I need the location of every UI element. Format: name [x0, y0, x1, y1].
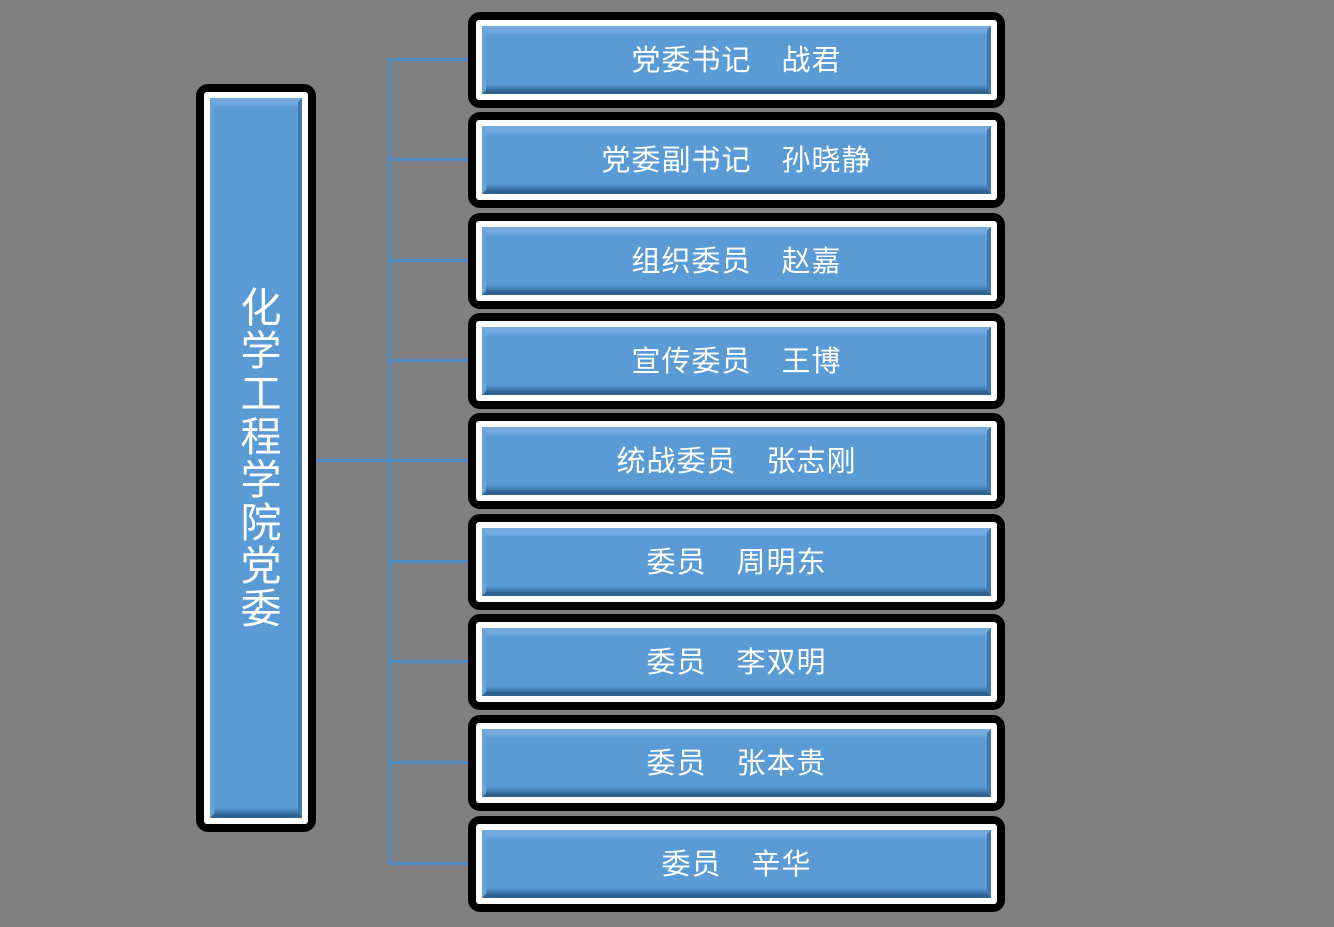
member-inner-border: 宣传委员 王博 [476, 321, 997, 401]
connector-branch-6 [388, 560, 475, 563]
connector-branch-9 [388, 862, 475, 865]
member-node-fill: 委员 李双明 [482, 628, 991, 696]
org-member-node-6[interactable]: 委员 周明东 [468, 514, 1005, 610]
connector-branch-7 [388, 660, 475, 663]
member-node-label: 党委书记 战君 [631, 42, 842, 77]
member-inner-border: 统战委员 张志刚 [476, 421, 997, 501]
connector-root-stem [305, 459, 390, 462]
member-inner-border: 党委书记 战君 [476, 20, 997, 100]
root-node-fill: 化学工程学院党委 [210, 98, 302, 818]
root-node-label: 化学工程学院党委 [232, 286, 281, 630]
member-node-label: 组织委员 赵嘉 [631, 243, 842, 278]
connector-branch-4 [388, 359, 475, 362]
member-inner-border: 党委副书记 孙晓静 [476, 120, 997, 200]
member-inner-border: 委员 张本贵 [476, 723, 997, 803]
member-node-fill: 组织委员 赵嘉 [482, 227, 991, 295]
member-node-label: 委员 李双明 [646, 644, 827, 679]
member-inner-border: 委员 李双明 [476, 622, 997, 702]
member-node-label: 宣传委员 王博 [631, 343, 842, 378]
member-node-fill: 委员 周明东 [482, 528, 991, 596]
org-member-node-9[interactable]: 委员 辛华 [468, 816, 1005, 912]
connector-branch-2 [388, 158, 475, 161]
member-node-label: 党委副书记 孙晓静 [601, 142, 872, 177]
member-node-fill: 党委书记 战君 [482, 26, 991, 94]
member-node-label: 委员 辛华 [661, 846, 812, 881]
member-node-fill: 委员 辛华 [482, 830, 991, 898]
root-node-inner-border: 化学工程学院党委 [204, 92, 308, 824]
member-inner-border: 组织委员 赵嘉 [476, 221, 997, 301]
member-inner-border: 委员 周明东 [476, 522, 997, 602]
member-node-label: 统战委员 张志刚 [616, 443, 857, 478]
org-member-node-2[interactable]: 党委副书记 孙晓静 [468, 112, 1005, 208]
member-node-fill: 委员 张本贵 [482, 729, 991, 797]
org-member-node-1[interactable]: 党委书记 战君 [468, 12, 1005, 108]
member-inner-border: 委员 辛华 [476, 824, 997, 904]
member-node-fill: 统战委员 张志刚 [482, 427, 991, 495]
org-member-node-8[interactable]: 委员 张本贵 [468, 715, 1005, 811]
connector-branch-8 [388, 761, 475, 764]
org-member-node-5[interactable]: 统战委员 张志刚 [468, 413, 1005, 509]
org-member-node-7[interactable]: 委员 李双明 [468, 614, 1005, 710]
member-node-fill: 党委副书记 孙晓静 [482, 126, 991, 194]
member-node-label: 委员 周明东 [646, 544, 827, 579]
org-root-node[interactable]: 化学工程学院党委 [196, 84, 316, 832]
member-node-label: 委员 张本贵 [646, 745, 827, 780]
org-member-node-3[interactable]: 组织委员 赵嘉 [468, 213, 1005, 309]
connector-branch-3 [388, 259, 475, 262]
member-node-fill: 宣传委员 王博 [482, 327, 991, 395]
org-member-node-4[interactable]: 宣传委员 王博 [468, 313, 1005, 409]
connector-branch-5 [388, 459, 475, 462]
connector-branch-1 [388, 58, 475, 61]
